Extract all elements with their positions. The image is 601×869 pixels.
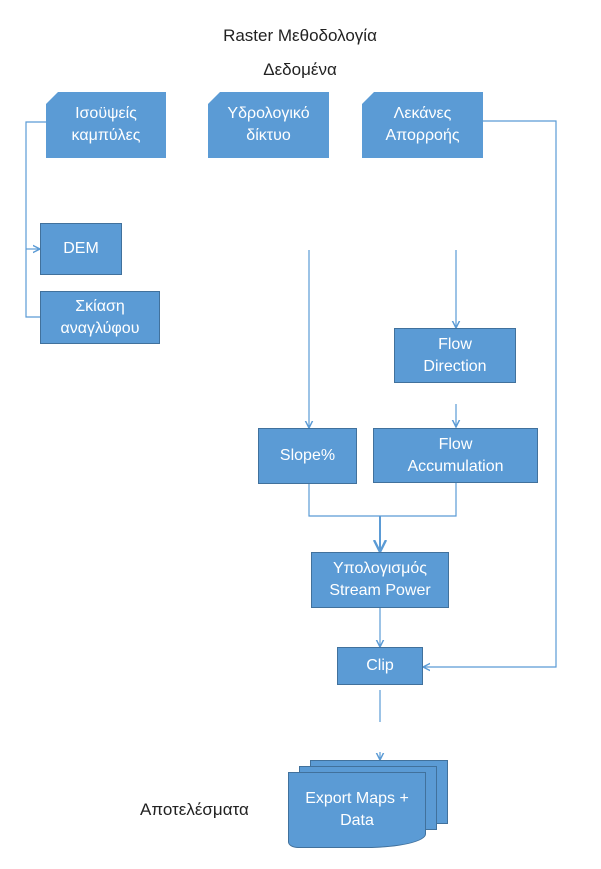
hillshade-box: Σκίαση αναγλύφου (40, 291, 160, 344)
data-heading: Δεδομένα (263, 60, 337, 79)
slope-box: Slope% (258, 428, 357, 484)
stream-power-box: Υπολογισμός Stream Power (311, 552, 449, 608)
diagram-title: Raster Μεθοδολογία (223, 26, 377, 45)
connector-merge (308, 483, 457, 517)
results-label: Αποτελέσματα (140, 800, 249, 819)
contours-box: Ισοϋψείς καμπύλες (46, 92, 166, 158)
export-box: Export Maps + Data (288, 772, 426, 848)
flow-direction-box: Flow Direction (394, 328, 516, 383)
hydro-network-box: Υδρολογικό δίκτυο (208, 92, 329, 158)
flow-accumulation-box: Flow Accumulation (373, 428, 538, 483)
connector-basins-clip (423, 120, 557, 667)
basins-box: Λεκάνες Απορροής (362, 92, 483, 158)
clip-box: Clip (337, 647, 423, 685)
connector-contours-bracket (25, 121, 46, 318)
dem-box: DEM (40, 223, 122, 275)
export-stack: Export Maps + Data (288, 760, 450, 852)
